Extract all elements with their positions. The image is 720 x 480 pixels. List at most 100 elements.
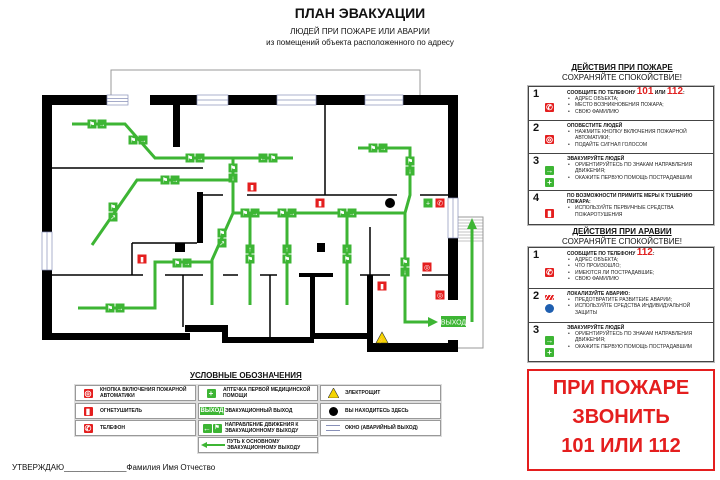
fire-extinguisher-icon: ▮	[545, 209, 554, 218]
legend-label: ВЫ НАХОДИТЕСЬ ЗДЕСЬ	[345, 408, 409, 414]
step-item: ОРИЕНТИРУЙТЕСЬ ПО ЗНАКАМ НАПРАВЛЕНИЯ ДВИ…	[567, 331, 711, 343]
evacuation-direction-sign: ⚑→	[277, 208, 297, 218]
subtitle: ЛЮДЕЙ ПРИ ПОЖАРЕ ИЛИ АВАРИИ	[290, 27, 430, 36]
phone-icon: ✆	[545, 103, 554, 112]
legend-label: ЭЛЕКТРОЩИТ	[345, 390, 381, 396]
arrow-icon	[217, 238, 227, 248]
running-man-icon	[245, 254, 255, 264]
running-man-icon: ⚑	[174, 260, 180, 268]
running-man-icon: ⚑	[242, 210, 248, 218]
fire-step-3: 3 → + ЭВАКУИРУЙТЕ ЛЮДЕЙ ОРИЕНТИРУЙТЕСЬ П…	[529, 154, 713, 191]
accident-step-2: 2 ЛОКАЛИЗУЙТЕ АВАРИЮ: ПРЕДОТВРАТИТЕ РАЗВ…	[529, 289, 713, 323]
step-item: СВОЮ ФАМИЛИЮ	[567, 276, 711, 282]
arrow-icon	[347, 208, 357, 218]
fire-alarm-button-icon	[422, 262, 432, 272]
direction-arrow-icon: →	[545, 336, 554, 345]
running-man-icon: ⚑	[89, 121, 95, 129]
hazard-stripes-icon	[545, 295, 554, 300]
evacuation-direction-sign: ⚑↗	[217, 228, 227, 248]
windows	[41, 94, 459, 271]
phone-icon: ✆	[545, 268, 554, 277]
fire-extinguisher-icon: ▮	[250, 185, 254, 192]
legend-label: ТЕЛЕФОН	[100, 425, 125, 431]
first-aid-icon: +	[545, 348, 554, 357]
accident-step-3: 3 → + ЭВАКУИРУЙТЕ ЛЮДЕЙ ОРИЕНТИРУЙТЕСЬ П…	[529, 323, 713, 361]
step-number: 3	[533, 155, 540, 167]
path-arrowhead	[467, 218, 477, 229]
fire-alarm-button-icon	[435, 290, 445, 300]
electrical-panel-icon: ⚡	[375, 331, 389, 344]
running-man-icon: ⚑	[212, 423, 222, 433]
fire-alarm-button-icon: ◎	[83, 388, 93, 398]
step-heading: ЭВАКУИРУЙТЕ ЛЮДЕЙ	[567, 325, 625, 331]
running-man-icon	[405, 156, 415, 166]
arrow-icon: →	[184, 261, 191, 268]
arrow-icon: ↑	[285, 247, 289, 254]
legend-label: НАПРАВЛЕНИЕ ДВИЖЕНИЯ К ЭВАКУАЦИОННОМУ ВЫ…	[225, 422, 299, 434]
arrow-icon	[342, 244, 352, 254]
step-number: 2	[533, 290, 540, 302]
arrow-icon	[400, 267, 410, 277]
legend-extinguisher: ▮ОГНЕТУШИТЕЛЬ	[75, 403, 196, 419]
running-man-icon: ⚑	[107, 305, 113, 313]
running-man-icon: ⚑	[247, 256, 253, 264]
step-item: ЧТО ПРОИЗОШЛО;	[567, 263, 711, 269]
step-number: 4	[533, 192, 540, 204]
arrow-icon: →	[172, 178, 179, 185]
running-man-icon	[108, 202, 118, 212]
legend-first-aid: +АПТЕЧКА ПЕРВОЙ МЕДИЦИНСКОЙ ПОМОЩИ	[198, 385, 318, 401]
fire-step-4: 4 ▮ ПО ВОЗМОЖНОСТИ ПРИМИТЕ МЕРЫ К ТУШЕНИ…	[529, 191, 713, 224]
evacuation-direction-sign: ⚑↓	[405, 156, 415, 176]
step-heading: ЭВАКУИРУЙТЕ ЛЮДЕЙ	[567, 156, 625, 162]
legend-window: ОКНО (АВАРИЙНЫЙ ВЫХОД)	[320, 420, 441, 436]
accident-actions-box: 1 ✆ СООБЩИТЕ ПО ТЕЛЕФОНУ 112: АДРЕС ОБЪЕ…	[528, 247, 714, 362]
running-man-icon: ⚑	[270, 155, 276, 163]
first-aid-icon: +	[426, 201, 430, 208]
arrow-icon: →	[380, 146, 387, 153]
arrow-icon	[378, 143, 388, 153]
fire-step-1: 1 ✆ СООБЩИТЕ ПО ТЕЛЕФОНУ 101 ИЛИ 112: АД…	[529, 87, 713, 121]
step-item: АДРЕС ОБЪЕКТА;	[567, 257, 711, 263]
running-man-icon	[277, 208, 287, 218]
evacuation-direction-sign: ⚑→	[337, 208, 357, 218]
evacuation-direction-sign: ←⚑	[258, 153, 278, 163]
fire-extinguisher-icon	[377, 281, 387, 291]
evacuation-direction-sign: ⚑→	[160, 175, 180, 185]
alert-line: ПРИ ПОЖАРЕ	[552, 377, 690, 399]
step-item: НАЖМИТЕ КНОПКУ ВКЛЮЧЕНИЯ ПОЖАРНОЙ АВТОМА…	[567, 129, 711, 141]
exit-sign-label: ВЫХОД	[441, 320, 467, 327]
running-man-icon: ⚑	[370, 145, 376, 153]
running-man-icon: ⚑	[407, 158, 413, 166]
running-man-icon: ⚑	[110, 204, 116, 212]
evacuation-direction-sign: ↑⚑	[282, 244, 292, 264]
running-man-icon	[87, 119, 97, 129]
arrow-icon: →	[140, 138, 147, 145]
evacuation-direction-sign: ⚑→	[128, 135, 148, 145]
roof-outline	[110, 69, 484, 349]
fire-extinguisher-icon	[247, 182, 257, 192]
running-man-icon	[217, 228, 227, 238]
interior-walls	[52, 105, 448, 338]
arrow-icon: ↗	[110, 215, 116, 222]
step-number: 2	[533, 122, 540, 134]
running-man-icon: ⚑	[219, 230, 225, 238]
arrow-icon	[258, 153, 268, 163]
step-heading: ЛОКАЛИЗУЙТЕ АВАРИЮ:	[567, 291, 630, 297]
step-number: 3	[533, 324, 540, 336]
exit-sign: ВЫХОД	[441, 316, 467, 327]
fire-extinguisher-icon: ▮	[140, 257, 144, 264]
step-item: СВОЮ ФАМИЛИЮ	[567, 109, 711, 115]
legend-label: КНОПКА ВКЛЮЧЕНИЯ ПОЖАРНОЙ АВТОМАТИКИ	[100, 387, 187, 399]
running-man-icon: ⚑	[339, 210, 345, 218]
fire-actions-heading: ДЕЙСТВИЯ ПРИ ПОЖАРЕ	[571, 63, 673, 72]
evacuation-direction-sign: ⚑→	[172, 258, 192, 268]
arrow-icon	[282, 244, 292, 254]
step-item: АДРЕС ОБЪЕКТА;	[567, 96, 711, 102]
evacuation-direction-sign: ⚑→	[185, 153, 205, 163]
accident-calm-text: СОХРАНЯЙТЕ СПОКОЙСТВИЕ!	[561, 237, 683, 246]
phone-icon: ✆	[83, 423, 93, 433]
evacuation-direction-sign: ⚑→	[87, 119, 107, 129]
arrow-icon	[170, 175, 180, 185]
